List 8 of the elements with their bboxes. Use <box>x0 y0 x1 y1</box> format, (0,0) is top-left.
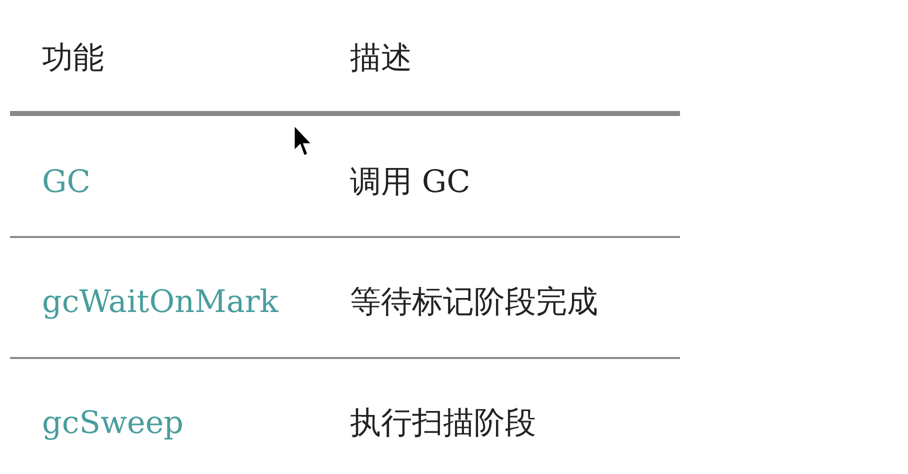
function-link: GC <box>42 163 90 202</box>
table-cell-text: 调用 GC <box>350 163 470 202</box>
column-header: 描述 <box>350 39 412 78</box>
function-link: gcSweep <box>42 404 184 443</box>
column-header: 功能 <box>42 39 104 78</box>
table-cell-text: 等待标记阶段完成 <box>350 283 598 322</box>
function-link: gcWaitOnMark <box>42 283 278 322</box>
table-cell-text: 执行扫描阶段 <box>350 404 536 443</box>
